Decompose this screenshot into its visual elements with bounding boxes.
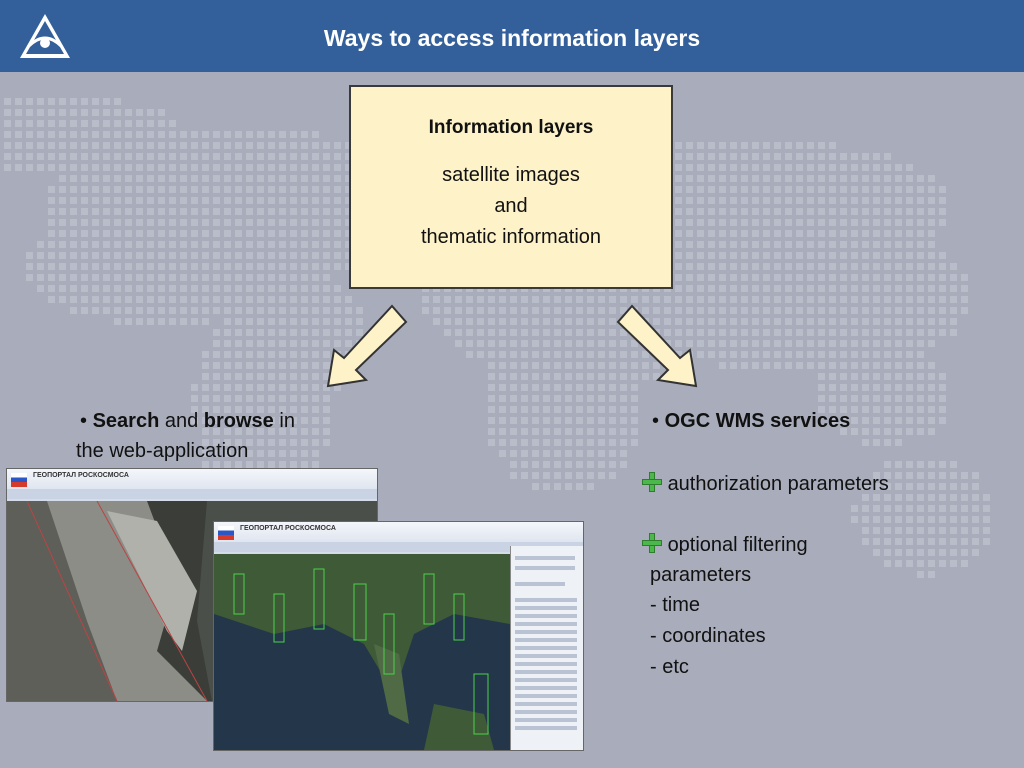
flag-icon — [218, 526, 234, 540]
arrow-down-right-icon — [616, 304, 698, 388]
browse-text: browse — [203, 410, 274, 432]
info-box-line: and — [494, 195, 528, 217]
app-nav — [7, 489, 377, 499]
etc-line: - etc — [650, 656, 689, 678]
info-box-line: satellite images — [442, 164, 580, 186]
auth-line: authorization parameters — [642, 472, 889, 496]
info-box-heading: Information layers — [428, 117, 594, 138]
app-brand: ГЕОПОРТАЛ РОСКОСМОСА — [33, 472, 129, 479]
flag-icon — [11, 473, 27, 487]
info-box-line: thematic information — [420, 226, 602, 248]
in-text: in — [273, 410, 295, 432]
bullet: • — [80, 410, 88, 432]
plus-icon — [642, 533, 662, 553]
results-panel — [510, 546, 583, 750]
arrow-down-left-icon — [326, 304, 408, 388]
header-bar: Ways to access information layers — [0, 0, 1024, 72]
left-bullet-line2: the web-application — [76, 440, 249, 462]
left-bullet-line: • Search and browse in — [80, 410, 295, 433]
auth-text: authorization parameters — [667, 473, 889, 495]
app-header: ГЕОПОРТАЛ РОСКОСМОСА — [214, 522, 583, 554]
information-layers-box: Information layers satellite images and … — [349, 85, 673, 289]
coords-line: - coordinates — [650, 625, 766, 647]
slide-title: Ways to access information layers — [323, 25, 701, 51]
app-header: ГЕОПОРТАЛ РОСКОСМОСА — [7, 469, 377, 501]
app-nav — [214, 542, 583, 552]
right-bullet-line: • OGC WMS services — [652, 410, 850, 433]
filter-line: optional filtering — [642, 533, 808, 557]
satellite-coverage-map — [214, 554, 510, 750]
plus-icon — [642, 472, 662, 492]
ogc-wms-text: OGC WMS services — [664, 410, 851, 432]
and-text: and — [159, 410, 204, 432]
app-brand: ГЕОПОРТАЛ РОСКОСМОСА — [240, 525, 336, 532]
filter-text: optional filtering — [667, 534, 808, 556]
search-text: Search — [92, 410, 160, 432]
web-app-screenshot-2: ГЕОПОРТАЛ РОСКОСМОСА — [213, 521, 584, 751]
bullet: • — [652, 410, 660, 432]
time-line: - time — [650, 594, 700, 616]
params-line: parameters — [650, 564, 752, 586]
roscosmos-logo-icon — [20, 14, 70, 58]
